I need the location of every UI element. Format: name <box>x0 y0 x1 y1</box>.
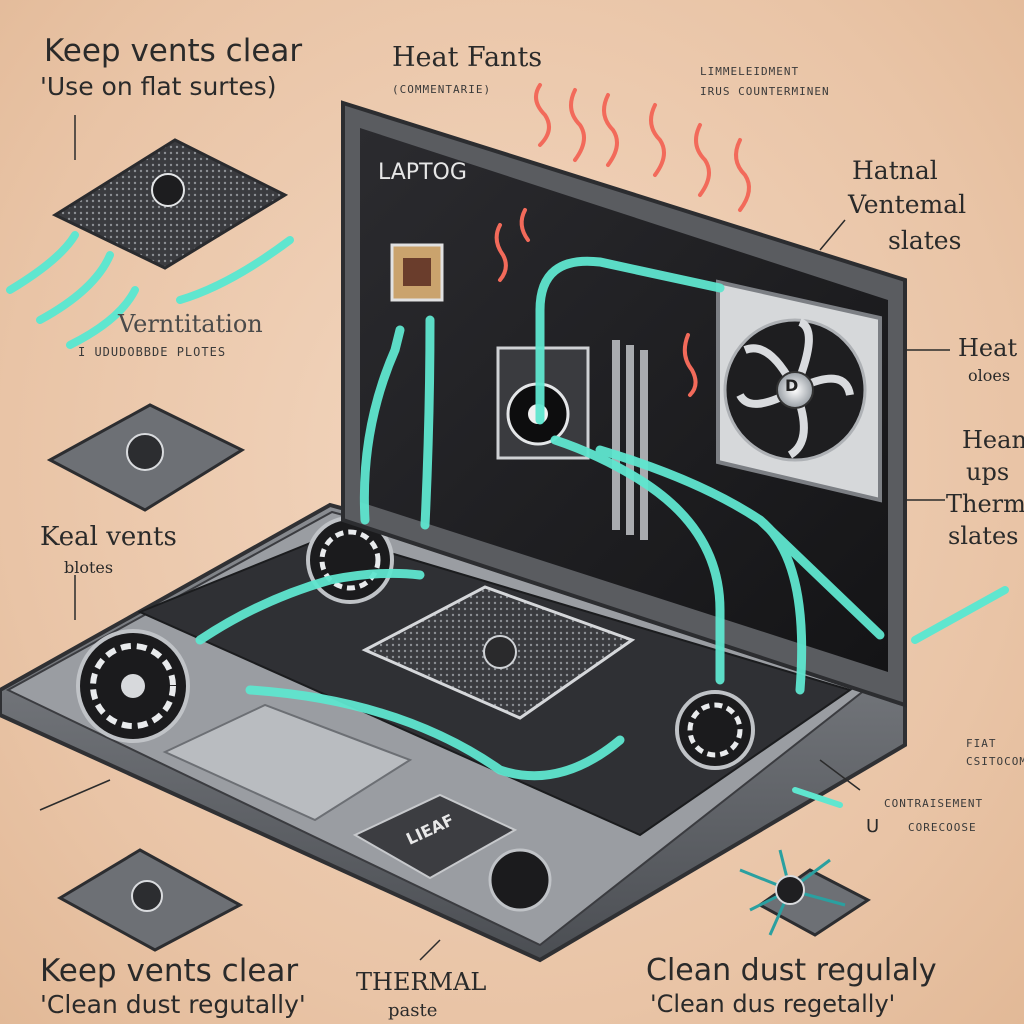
touchpad <box>162 703 413 822</box>
label-right-small-2: CSITOCOME <box>966 755 1024 768</box>
heat-waves <box>494 83 751 397</box>
label-oloes: oloes <box>968 366 1011 385</box>
bottomright-component <box>757 868 871 937</box>
screen-ram-2 <box>626 345 634 535</box>
label-blotes: blotes <box>64 558 114 577</box>
label-right-small-4: CORECOOSE <box>908 821 977 834</box>
label-clean-dust-left: 'Clean dust regutally' <box>40 990 306 1019</box>
label-heat-right: Heat <box>958 334 1018 362</box>
label-ventilation: Verntitation <box>118 310 263 338</box>
label-ventilation-small: I UDUDOBBDE PLOTES <box>78 345 227 359</box>
label-hean: Hean <box>962 426 1024 454</box>
label-top-right-small-1: LIMMELEIDMENT <box>700 65 800 78</box>
label-u: U <box>866 816 880 837</box>
big-fan-badge: D <box>785 376 799 395</box>
airflow-right <box>911 586 1009 644</box>
airflow-right-2 <box>792 787 843 808</box>
airflow-arrows-left <box>6 231 294 349</box>
label-ups: ups <box>966 458 1010 486</box>
laptop-screen <box>360 128 888 672</box>
label-slates-top: slates <box>888 226 962 255</box>
label-thermal: THERMAL <box>356 968 487 996</box>
label-right-small-1: FIAT <box>966 737 997 750</box>
label-ventemal: Ventemal <box>848 190 967 219</box>
label-keep-vents-top: Keep vents clear <box>44 33 303 69</box>
screen-ram-1 <box>612 340 620 530</box>
screen-brand: LAPTOG <box>378 160 467 185</box>
label-heat-fants-small: (COMMENTARIE) <box>392 83 492 96</box>
keyboard-chip <box>352 793 518 880</box>
screen-ram-3 <box>640 350 648 540</box>
label-clean-dust-right: Clean dust regulaly <box>646 953 937 988</box>
label-slates-right: slates <box>948 522 1019 550</box>
label-keep-vents-bottom: Keep vents clear <box>40 953 299 989</box>
label-therm: Therm <box>946 490 1024 518</box>
airflow-pipes <box>195 256 885 781</box>
label-heat-fants: Heat Fants <box>392 42 543 73</box>
label-paste: paste <box>388 1000 438 1021</box>
label-right-small-3: CONTRAISEMENT <box>884 797 984 810</box>
label-hatnal: Hatnal <box>852 156 938 185</box>
label-top-right-small-2: IRUS COUNTERMINEN <box>700 85 830 98</box>
base-fan-bottom <box>488 848 552 912</box>
pointer-lines <box>39 115 950 961</box>
label-keal-vents: Keal vents <box>40 522 177 552</box>
label-clean-dust-right-sub: 'Clean dus regetally' <box>650 990 896 1018</box>
label-flat-surfaces: 'Use on flat surtes) <box>40 72 277 101</box>
